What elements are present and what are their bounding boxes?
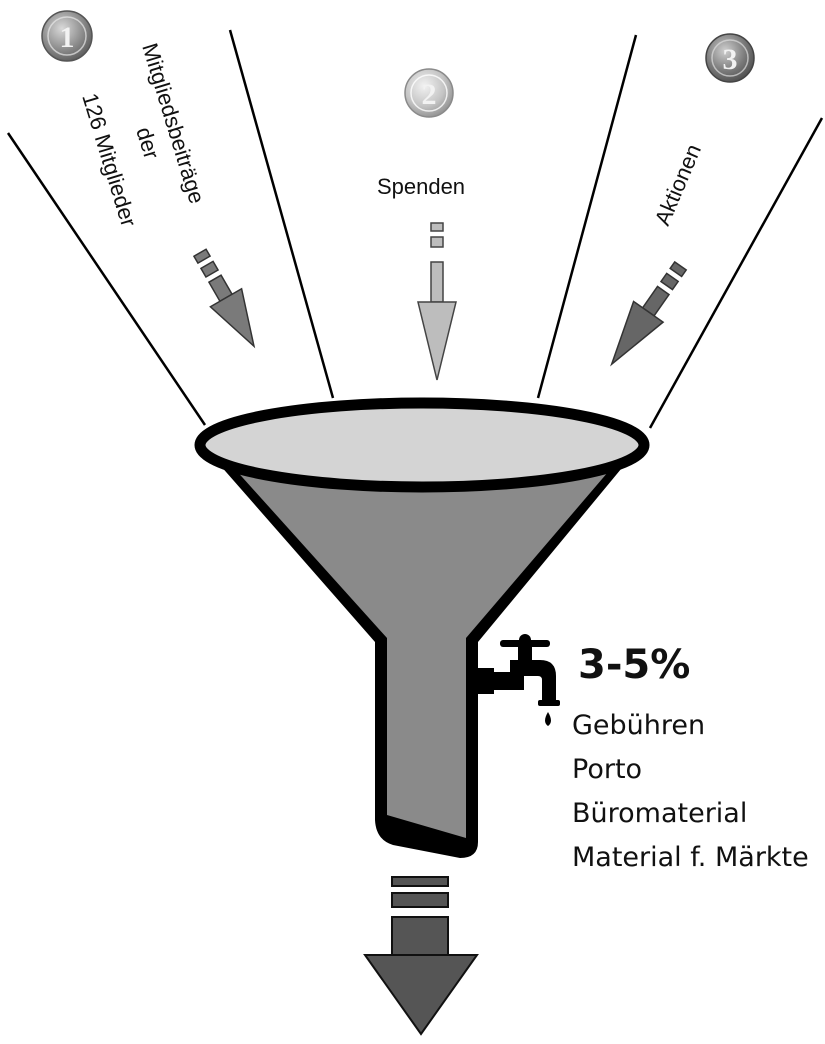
output-arrow	[363, 876, 479, 1036]
guide-line-4	[648, 117, 824, 429]
source-1-label-line1: Mitgliedsbeiträge	[137, 40, 210, 206]
badge-1-number: 1	[60, 21, 75, 54]
badge-1: 1	[41, 10, 93, 62]
cost-item-bueromaterial: Büromaterial	[572, 798, 748, 829]
funnel	[194, 397, 650, 858]
guide-line-1	[6, 132, 207, 426]
badge-3-number: 3	[723, 43, 738, 76]
guide-line-3	[536, 34, 638, 399]
arrow-3	[610, 260, 688, 367]
faucet-icon	[476, 634, 560, 726]
funnel-body-fill	[225, 458, 620, 838]
arrow-2	[417, 222, 457, 381]
source-1-label-line2: der	[131, 124, 164, 162]
funnel-rim	[194, 397, 650, 493]
cost-item-porto: Porto	[572, 754, 643, 785]
guide-lines	[6, 29, 824, 429]
arrow-1	[192, 248, 256, 349]
cost-item-gebuehren: Gebühren	[572, 710, 706, 741]
source-1-label-line3: 126 Mitglieder	[77, 90, 141, 229]
source-3-label: Aktionen	[650, 140, 706, 229]
cost-item-material-maerkte: Material f. Märkte	[572, 842, 809, 873]
badge-2-number: 2	[422, 78, 437, 111]
guide-line-2	[228, 29, 335, 399]
cost-percentage: 3-5%	[578, 642, 691, 688]
source-2-label: Spenden	[377, 174, 465, 199]
source-1-label: Mitgliedsbeiträge der 126 Mitglieder	[77, 40, 210, 229]
badge-3: 3	[705, 33, 755, 83]
badge-2: 2	[404, 68, 454, 118]
